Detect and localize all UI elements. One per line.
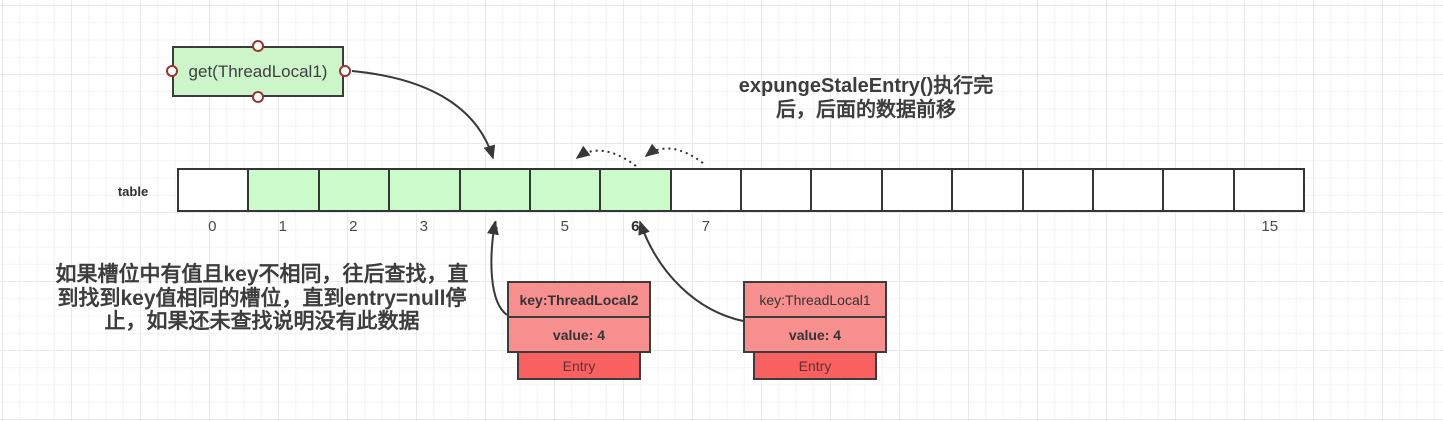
index-label: 2	[349, 218, 358, 235]
dotted-arc-7-to-6	[644, 143, 704, 164]
table-cell[interactable]	[1023, 170, 1094, 210]
index-label	[882, 218, 953, 236]
index-label: 5	[560, 218, 569, 235]
entry-box-threadlocal1[interactable]: key:ThreadLocal1 value: 4 Entry	[743, 281, 887, 380]
entry-key-row: key:ThreadLocal2	[507, 281, 651, 318]
selection-handle-bottom[interactable]	[252, 91, 264, 103]
table-cell[interactable]	[319, 170, 391, 210]
arrow-entry1-to-cell6	[638, 220, 744, 322]
selection-handle-left[interactable]	[166, 65, 178, 77]
table-cell[interactable]	[953, 170, 1024, 210]
table-cell[interactable]	[1164, 170, 1235, 210]
entry-footer-label: Entry	[798, 357, 832, 374]
dotted-arc-6-to-5	[575, 145, 637, 167]
table-cell[interactable]	[742, 170, 813, 210]
index-label: 4	[490, 218, 499, 235]
entry-value-row: value: 4	[507, 316, 651, 353]
index-label	[741, 218, 812, 236]
note-line-2: 到找到key值相同的槽位，直到entry=null停	[57, 286, 467, 310]
entry-key-row: key:ThreadLocal1	[743, 281, 887, 318]
hash-table-array	[177, 168, 1305, 212]
get-threadlocal-label: get(ThreadLocal1)	[188, 61, 328, 81]
index-label: 0	[208, 218, 217, 235]
entry-value-row: value: 4	[743, 316, 887, 353]
table-cell[interactable]	[179, 170, 250, 210]
table-cell[interactable]	[812, 170, 883, 210]
index-label: 15	[1261, 218, 1279, 235]
arrow-get-to-cell4	[351, 70, 496, 160]
table-cell[interactable]	[1234, 170, 1303, 210]
index-label: 7	[701, 218, 710, 235]
index-label	[1023, 218, 1094, 236]
note-line-1: 如果槽位中有值且key不相同，往后查找，直	[55, 263, 469, 286]
table-cell[interactable]	[671, 170, 742, 210]
index-label: 6	[631, 218, 640, 235]
title-line-1: expungeStaleEntry()执行完	[738, 75, 994, 97]
table-cell[interactable]	[390, 170, 461, 210]
entry-footer-row: Entry	[517, 351, 641, 380]
note-annotation[interactable]: 如果槽位中有值且key不相同，往后查找，直 到找到key值相同的槽位，直到ent…	[32, 263, 492, 334]
table-cell[interactable]	[1093, 170, 1165, 210]
entry-value-label: value: 4	[552, 326, 606, 343]
get-threadlocal-box[interactable]: get(ThreadLocal1)	[172, 46, 344, 97]
index-label: 1	[278, 218, 287, 235]
index-label: 3	[419, 218, 428, 235]
title-annotation[interactable]: expungeStaleEntry()执行完 后，后面的数据前移	[666, 74, 1066, 122]
table-label: table	[117, 184, 149, 199]
index-label	[1164, 218, 1235, 236]
table-cell[interactable]	[249, 170, 320, 210]
table-cell[interactable]	[601, 170, 672, 210]
entry-box-threadlocal2[interactable]: key:ThreadLocal2 value: 4 Entry	[507, 281, 651, 380]
selection-handle-right[interactable]	[339, 65, 351, 77]
entry-value-label: value: 4	[788, 326, 842, 343]
entry-key-label: key:ThreadLocal1	[759, 291, 871, 308]
note-line-3: 止，如果还未查找说明没有此数据	[104, 310, 420, 333]
entry-footer-label: Entry	[562, 357, 596, 374]
title-line-2: 后，后面的数据前移	[776, 99, 956, 121]
index-label	[812, 218, 883, 236]
index-label	[1094, 218, 1165, 236]
selection-handle-top[interactable]	[252, 40, 264, 52]
table-cell[interactable]	[882, 170, 954, 210]
entry-footer-row: Entry	[753, 351, 877, 380]
index-label	[953, 218, 1024, 236]
entry-key-label: key:ThreadLocal2	[519, 291, 639, 308]
table-cell[interactable]	[530, 170, 602, 210]
table-cell[interactable]	[460, 170, 531, 210]
index-label-row: 0 1 2 3 4 5 6 7 15	[177, 218, 1305, 236]
